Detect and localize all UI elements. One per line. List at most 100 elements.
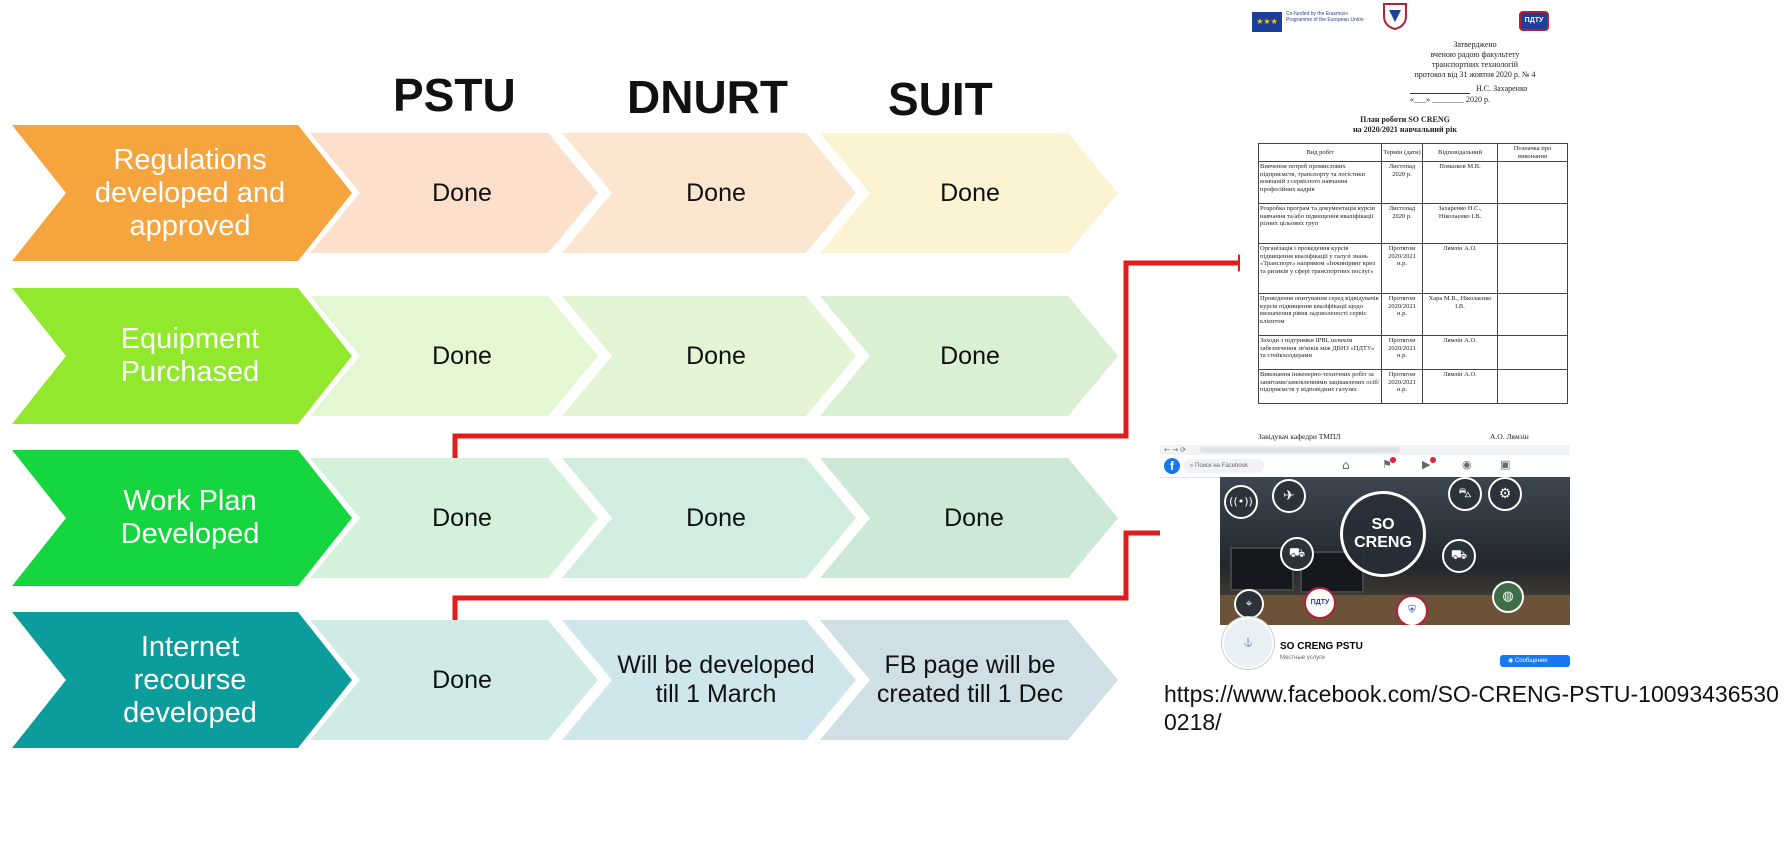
document-subtitle: на 2020/2021 навчальний рік [1353, 125, 1457, 134]
facebook-search-placeholder: Поиск на Facebook [1195, 463, 1249, 469]
column-header-suit: SUIT [888, 73, 993, 125]
crest-badge-icon: ⛨ [1396, 595, 1428, 625]
groups-icon[interactable]: ◉ [1462, 458, 1472, 471]
row-4-status-dnurt: Will be developed till 1 March [617, 651, 815, 708]
table-cell: Лямзін А.О. [1422, 335, 1498, 370]
page-name[interactable]: SO CRENG PSTU [1280, 641, 1363, 652]
messenger-icon: ◉ [1508, 657, 1514, 664]
row-label-regulations: Regulations developed and approved [94, 143, 286, 242]
wifi-icon: ((•)) [1224, 485, 1258, 519]
approval-line-4: протокол від 31 жовтня 2020 р. № 4 [1414, 70, 1536, 79]
row-3-status-dnurt: Done [686, 503, 746, 532]
cover-photo: ((•)) ✈ ⛟ SO CRENG ⛍ ⚙ ⛟ ⌖ ПДТУ ⛨ ◍ [1220, 477, 1570, 625]
vehicle-icon: ⛟ [1442, 539, 1476, 573]
table-cell: Виконання інженерно-технічних робіт за з… [1258, 369, 1382, 404]
row-3-cell-suit [820, 458, 1118, 578]
table-cell: Хара М.В., Ніколаєнко І.В. [1422, 293, 1498, 336]
browser-nav-icons: ← → ⟳ [1164, 446, 1187, 454]
notification-badge [1390, 457, 1396, 463]
row-1-cell-suit [820, 133, 1118, 253]
row-2-cell-suit [820, 296, 1118, 416]
table-row: Організація і проведення курсів підвищен… [1258, 243, 1568, 294]
approval-line-3: транспортних технологій [1431, 60, 1519, 69]
gaming-icon[interactable]: ▣ [1500, 458, 1511, 471]
table-header: Термін (дати) [1381, 143, 1423, 162]
row-label-work-plan: Work Plan Developed [120, 485, 260, 550]
message-button-label: Сообщение [1514, 658, 1548, 664]
table-cell: Організація і проведення курсів підвищен… [1258, 243, 1382, 294]
page-avatar[interactable]: ⚓ [1222, 617, 1274, 669]
approval-date: «___» ________ 2020 р. [1410, 95, 1490, 104]
column-header-pstu: PSTU [393, 69, 516, 121]
table-cell [1497, 293, 1568, 336]
row-3-status-suit: Done [944, 503, 1004, 532]
work-plan-document: ★★★ Co-funded by the Erasmus+ Programme … [1240, 0, 1570, 455]
facebook-url-link[interactable]: https://www.facebook.com/SO-CRENG-PSTU-1… [1164, 681, 1779, 735]
plane-icon: ✈ [1272, 479, 1306, 513]
flag-icon[interactable]: ⚑ [1382, 458, 1392, 471]
row-1-label-chevron [12, 125, 352, 261]
notification-badge [1430, 457, 1436, 463]
so-creng-logo: SO CRENG [1340, 491, 1426, 577]
table-cell: Протягом 2020/2021 н.р. [1381, 243, 1423, 294]
approval-line-1: Затверджено [1453, 40, 1497, 49]
table-cell: Лямзін А.О. [1422, 243, 1498, 294]
table-cell: Помазков М.В. [1422, 161, 1498, 204]
home-icon[interactable]: ⌂ [1342, 458, 1350, 472]
facebook-page-screenshot: ← → ⟳ f ⌕ Поиск на Facebook ⌂ ⚑ ▶ ◉ ▣ ((… [1160, 445, 1570, 670]
work-plan-table: Вид робіт Термін (дати) Відповідальний П… [1258, 143, 1568, 404]
table-cell [1497, 161, 1568, 204]
so-creng-logo-text: SO CRENG [1354, 516, 1412, 551]
table-row: Вивчення потреб промислових підприємств,… [1258, 161, 1568, 204]
pstu-badge-icon: ПДТУ [1304, 587, 1336, 619]
table-row: Проведення опитування серед відвідувачів… [1258, 293, 1568, 336]
table-row: Виконання інженерно-технічних робіт за з… [1258, 369, 1568, 404]
table-cell: Протягом 2020/2021 н.р. [1381, 335, 1423, 370]
row-3-status-pstu: Done [432, 503, 492, 532]
row-label-equipment: Equipment Purchased [120, 323, 260, 388]
row-2-status-pstu: Done [432, 341, 492, 370]
bus-icon: ⛍ [1448, 477, 1482, 511]
table-cell: Протягом 2020/2021 н.р. [1381, 293, 1423, 336]
row-1-status-suit: Done [940, 178, 1000, 207]
table-cell [1497, 243, 1568, 294]
facebook-logo-icon: f [1164, 458, 1180, 474]
facebook-navbar: f ⌕ Поиск на Facebook ⌂ ⚑ ▶ ◉ ▣ [1160, 455, 1570, 478]
row-3-cell-pstu [310, 458, 598, 578]
facebook-search-input[interactable]: ⌕ Поиск на Facebook [1184, 459, 1264, 473]
search-icon: ⌕ [1190, 462, 1194, 469]
eu-flag-logo: ★★★ [1252, 12, 1282, 32]
column-header-dnurt: DNURT [627, 71, 788, 123]
table-header: Позначка про виконання [1497, 143, 1568, 162]
table-row: Розробка програм та документація курсів … [1258, 203, 1568, 244]
row-4-status-suit: FB page will be created till 1 Dec [876, 651, 1064, 708]
row-2-label-chevron [12, 288, 352, 424]
row-2-status-suit: Done [940, 341, 1000, 370]
gear-icon: ⚙ [1488, 477, 1522, 511]
row-4-label-chevron [12, 612, 352, 748]
row-4-cell-pstu [310, 620, 598, 740]
table-cell: Вивчення потреб промислових підприємств,… [1258, 161, 1382, 204]
message-button[interactable]: ◉ Сообщение [1500, 655, 1570, 667]
table-cell: Листопад 2020 р. [1381, 203, 1423, 244]
row-4-status-pstu: Done [432, 665, 492, 694]
table-cell: Розробка програм та документація курсів … [1258, 203, 1382, 244]
table-row: Заходи з підтримки IPBL шляхом забезпече… [1258, 335, 1568, 370]
row-1-status-pstu: Done [432, 178, 492, 207]
car-icon: ⛟ [1280, 537, 1314, 571]
approval-signature-line [1410, 93, 1470, 94]
watch-icon[interactable]: ▶ [1422, 458, 1431, 471]
table-cell: Заходи з підтримки IPBL шляхом забезпече… [1258, 335, 1382, 370]
table-cell: Проведення опитування серед відвідувачів… [1258, 293, 1382, 336]
row-4-cell-suit [820, 620, 1118, 740]
row-3-cell-dnurt [562, 458, 856, 578]
table-cell: Протягом 2020/2021 н.р. [1381, 369, 1423, 404]
row-2-cell-pstu [310, 296, 598, 416]
table-cell: Листопад 2020 р. [1381, 161, 1423, 204]
row-label-internet: Internet recourse developed [123, 630, 257, 729]
table-header: Вид робіт [1258, 143, 1382, 162]
row-1-status-dnurt: Done [686, 178, 746, 207]
connector-work-plan-to-document [452, 260, 1240, 458]
table-cell: Захаренко Н.С., Ніколаєнко І.В. [1422, 203, 1498, 244]
